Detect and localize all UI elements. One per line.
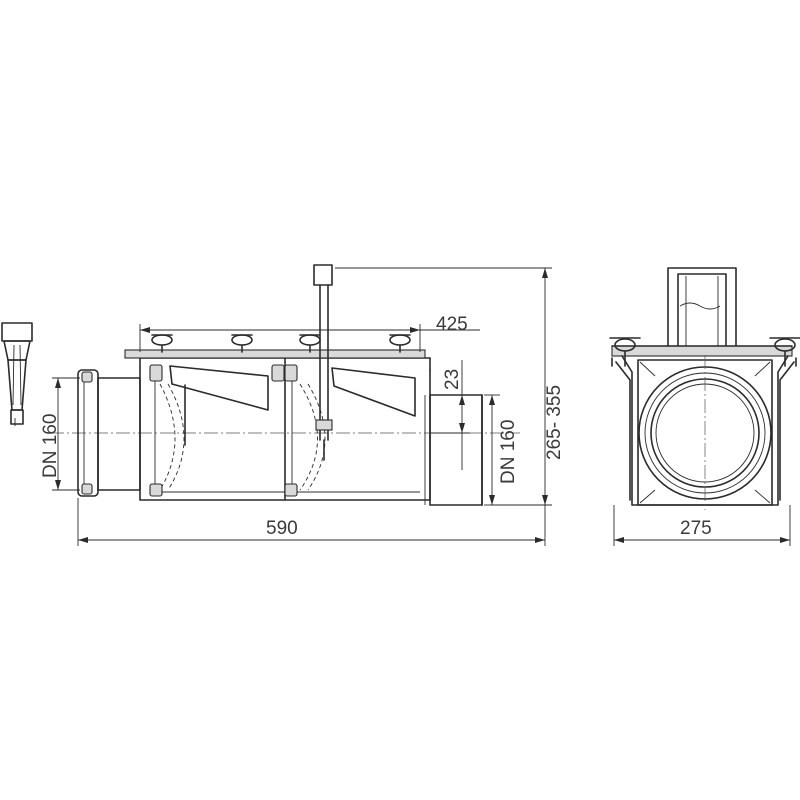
dimension-590: 590	[77, 498, 546, 546]
dimension-dn160-inlet: DN 160	[40, 377, 80, 491]
dim-590-label: 590	[266, 518, 298, 539]
side-view	[50, 264, 520, 506]
dim-425-label: 425	[436, 314, 468, 335]
dimension-425: 425	[139, 314, 480, 352]
front-knob-right	[769, 337, 800, 367]
cover-screw-4	[389, 334, 411, 353]
dim-275-label: 275	[680, 518, 712, 539]
dimension-23: 23	[430, 360, 470, 470]
dim-23-label: 23	[442, 369, 463, 390]
dim-dn160-inlet-label: DN 160	[40, 414, 61, 478]
front-knob-left	[609, 337, 641, 367]
extension-piece	[1, 322, 33, 426]
front-view	[609, 267, 800, 510]
dimension-dn160-outlet: DN 160	[484, 394, 519, 506]
dimension-height: 265- 355	[335, 267, 565, 506]
dim-dn160-outlet-label: DN 160	[498, 420, 519, 484]
cover-screw-2	[231, 334, 253, 353]
dim-height-label: 265- 355	[544, 385, 565, 460]
dimension-275: 275	[613, 505, 791, 546]
cover-screw-1	[151, 334, 173, 353]
